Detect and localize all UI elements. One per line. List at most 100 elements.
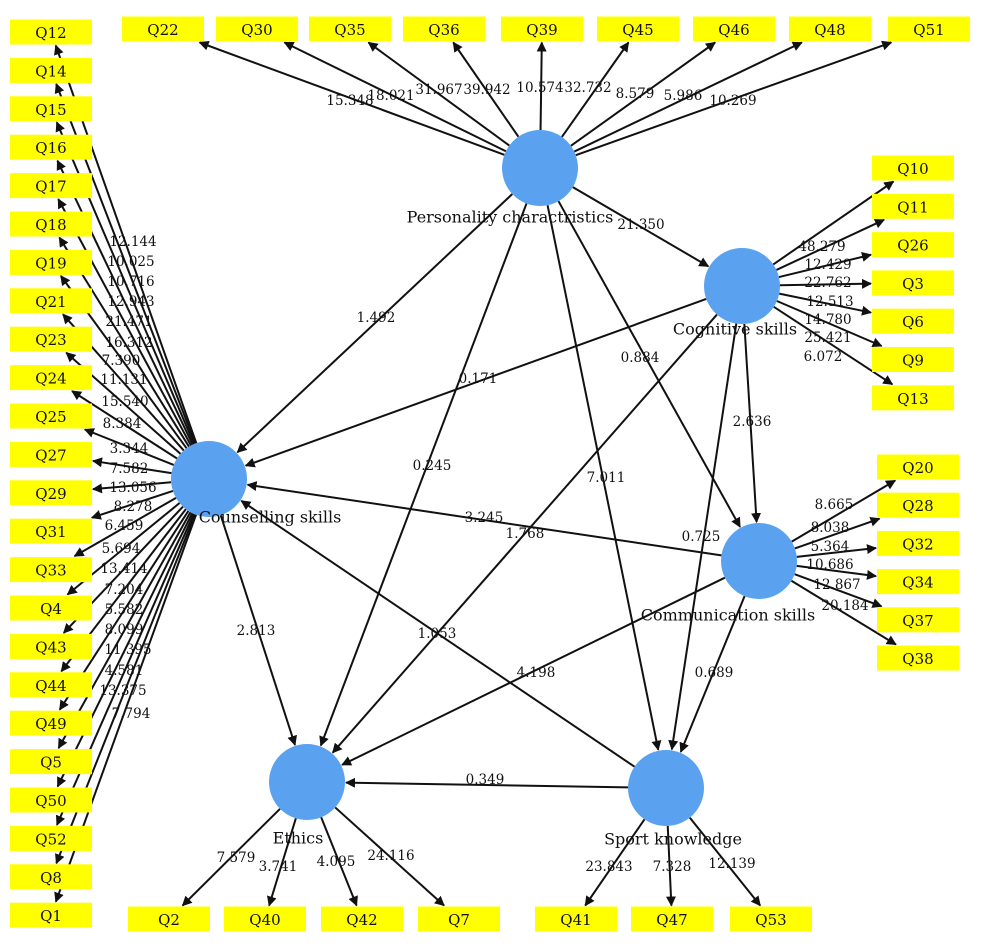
path-arrow-sport-to-counselling [240, 500, 636, 768]
indicator-label: Q44 [35, 677, 66, 695]
loading-value-q46: 8.579 [616, 86, 655, 102]
path-arrow-counselling-to-ethics [219, 514, 297, 746]
indicator-box [10, 864, 92, 890]
path-arrow-personality-to-ethics [319, 203, 528, 747]
indicator-box [10, 57, 92, 83]
construct-label: Communication skills [641, 606, 815, 625]
loading-value-q16: 12.943 [107, 294, 154, 310]
indicator-q3: Q3 [872, 270, 954, 296]
loading-arrow-ethics-q7 [334, 806, 445, 907]
indicator-label: Q45 [622, 21, 653, 39]
indicator-q47: Q47 [631, 906, 713, 932]
indicator-q15: Q15 [10, 96, 92, 122]
indicator-q35: Q35 [309, 16, 391, 42]
indicator-q2: Q2 [128, 906, 210, 932]
indicator-box [10, 633, 92, 659]
indicator-q12: Q12 [10, 19, 92, 45]
indicator-q44: Q44 [10, 672, 92, 698]
loading-value-q30: 18.021 [367, 88, 414, 104]
loading-value-q34: 10.686 [806, 557, 853, 573]
indicator-label: Q25 [35, 408, 66, 426]
indicator-q18: Q18 [10, 211, 92, 237]
indicator-q38: Q38 [877, 645, 959, 671]
indicator-box [877, 530, 959, 556]
loading-value-q33: 6.459 [105, 518, 144, 534]
indicator-box [872, 232, 954, 258]
loading-arrow-personality-q46 [570, 41, 716, 147]
indicator-q39: Q39 [501, 16, 583, 42]
loading-arrow-counselling-q27 [92, 457, 172, 475]
indicator-box [10, 787, 92, 813]
indicator-box [730, 906, 812, 932]
indicator-q50: Q50 [10, 787, 92, 813]
loading-value-q6: 14.780 [804, 312, 851, 328]
indicator-label: Q37 [902, 612, 933, 630]
indicator-box [877, 569, 959, 595]
indicator-label: Q50 [35, 792, 66, 810]
path-arrow-personality-to-communication [557, 200, 741, 528]
construct-label: Counselling skills [199, 508, 342, 527]
indicator-label: Q47 [656, 911, 687, 929]
indicator-box [10, 211, 92, 237]
loading-value-q52: 4.581 [105, 663, 144, 679]
indicator-box [872, 270, 954, 296]
loading-arrow-cognitive-q3 [779, 278, 872, 289]
loading-arrow-counselling-q25 [83, 428, 175, 466]
path-coefficient-communication-to-counselling: 3.245 [465, 510, 504, 526]
indicator-q23: Q23 [10, 326, 92, 352]
loading-arrow-personality-q30 [283, 41, 507, 153]
indicator-q53: Q53 [730, 906, 812, 932]
indicator-box [10, 825, 92, 851]
indicator-q41: Q41 [535, 906, 617, 932]
loading-arrow-cognitive-q6 [779, 292, 872, 316]
loading-arrow-ethics-q42 [320, 816, 358, 907]
indicator-box [693, 16, 775, 42]
indicator-label: Q30 [241, 21, 272, 39]
construct-ethics: Ethics [269, 744, 345, 848]
indicator-box [309, 16, 391, 42]
indicator-label: Q11 [897, 198, 928, 216]
loading-arrow-communication-q34 [796, 564, 877, 580]
construct-label: Personality charactristics [407, 208, 614, 227]
indicator-q31: Q31 [10, 518, 92, 544]
indicator-q36: Q36 [403, 16, 485, 42]
indicator-label: Q16 [35, 139, 66, 157]
indicator-box [789, 16, 871, 42]
indicator-label: Q48 [814, 21, 845, 39]
indicator-box [403, 16, 485, 42]
indicator-box [10, 480, 92, 506]
indicator-label: Q22 [147, 21, 178, 39]
indicator-label: Q35 [334, 21, 365, 39]
construct-circle [628, 750, 704, 826]
loading-value-q22: 15.348 [326, 93, 373, 109]
indicator-label: Q13 [897, 390, 928, 408]
indicator-q19: Q19 [10, 249, 92, 275]
indicator-box [10, 672, 92, 698]
loading-arrow-communication-q20 [791, 479, 897, 543]
indicator-q46: Q46 [693, 16, 775, 42]
indicator-label: Q20 [902, 459, 933, 477]
indicator-box [10, 134, 92, 160]
indicator-box [10, 749, 92, 775]
loading-value-q45: 32.732 [564, 80, 611, 96]
indicator-q6: Q6 [872, 308, 954, 334]
indicator-q32: Q32 [877, 530, 959, 556]
indicator-label: Q9 [902, 352, 924, 370]
indicator-box [216, 16, 298, 42]
loading-arrow-personality-q51 [575, 40, 893, 157]
indicator-label: Q15 [35, 101, 66, 119]
indicator-box [418, 906, 500, 932]
indicator-q43: Q43 [10, 633, 92, 659]
indicator-label: Q53 [755, 911, 786, 929]
indicator-label: Q21 [35, 293, 66, 311]
indicator-label: Q19 [35, 254, 66, 272]
loading-arrow-counselling-q31 [90, 489, 174, 520]
indicator-box [872, 193, 954, 219]
indicator-box [128, 906, 210, 932]
loading-value-q9: 25.421 [804, 330, 851, 346]
indicator-label: Q31 [35, 523, 66, 541]
loading-value-q51: 10.269 [709, 93, 756, 109]
indicator-box [535, 906, 617, 932]
indicator-q25: Q25 [10, 403, 92, 429]
